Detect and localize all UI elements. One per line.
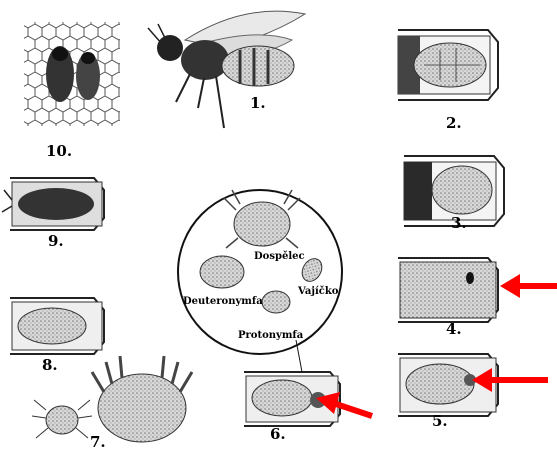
brood-cell-emerging-bee xyxy=(2,178,104,230)
brood-cell-with-mite-entering xyxy=(398,258,498,322)
stage-number-5: 5. xyxy=(432,412,448,430)
stage-number-7: 7. xyxy=(90,433,106,451)
honeycomb-with-bees xyxy=(24,22,120,126)
stage-number-6: 6. xyxy=(270,425,286,443)
brood-cell-larva xyxy=(398,30,498,100)
label-egg: Vajíčko xyxy=(298,286,338,297)
brood-cell-pupa xyxy=(10,298,104,354)
stage-number-2: 2. xyxy=(446,114,462,132)
label-deutonymph: Deuteronymfa xyxy=(183,296,263,307)
label-adult: Dospělec xyxy=(254,251,305,262)
stage-number-10: 10. xyxy=(46,142,72,160)
mite-life-cycle-inset xyxy=(178,190,342,372)
adult-bee-drawing xyxy=(148,11,305,128)
arrow-right-4 xyxy=(500,274,557,298)
stage-number-3: 3. xyxy=(451,214,467,232)
stage-number-1: 1. xyxy=(250,94,266,112)
stage-number-9: 9. xyxy=(48,232,64,250)
stage-number-4: 4. xyxy=(446,320,462,338)
stage-number-8: 8. xyxy=(42,356,58,374)
label-protonymph: Protonymfa xyxy=(238,330,303,341)
